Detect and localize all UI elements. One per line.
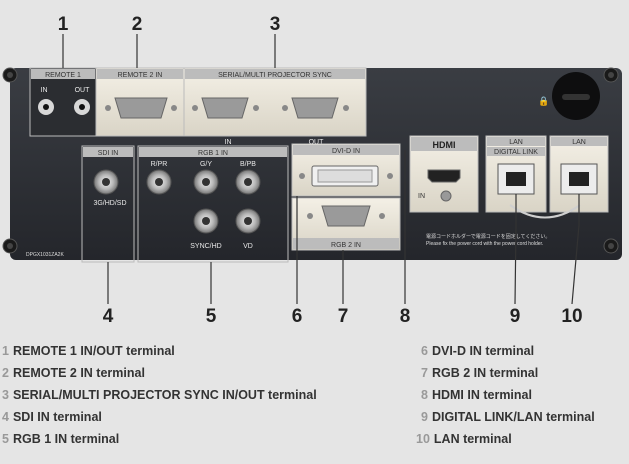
legend-text: DIGITAL LINK/LAN terminal xyxy=(431,410,595,424)
callout-7: 7 xyxy=(338,306,349,327)
rgb2-block: RGB 2 IN xyxy=(291,197,401,251)
rgb1-vd-label: VD xyxy=(243,243,253,250)
callout-9: 9 xyxy=(510,306,521,327)
callout-2: 2 xyxy=(132,14,143,35)
callout-6: 6 xyxy=(292,306,303,327)
callout-4: 4 xyxy=(103,306,114,327)
rgb1-bnc-connector xyxy=(146,169,261,234)
legend-number: 8 xyxy=(421,388,428,402)
legend-text: DVI-D IN terminal xyxy=(431,344,535,358)
callout-5: 5 xyxy=(206,306,217,327)
model-code: DPGX1031ZA2K xyxy=(26,252,64,258)
remote1-out-label: OUT xyxy=(75,87,91,94)
rgb1-g-label: G/Y xyxy=(200,161,212,168)
remote2-dsub-connector xyxy=(114,97,168,119)
serial-in-label: IN xyxy=(225,139,232,146)
sdi-sub-label: 3G/HD/SD xyxy=(93,200,126,207)
legend-number: 7 xyxy=(421,366,428,380)
hdmi-block: HDMI IN xyxy=(409,135,479,213)
hdmi-connector xyxy=(427,169,461,183)
callout-3: 3 xyxy=(270,14,281,35)
digital-link-lan-label: LAN xyxy=(509,139,523,146)
rear-panel-illustration: 🔒 REMOTE 1 IN OUT REMOTE 2 IN SERIAL/MUL… xyxy=(2,14,622,327)
rgb2-title: RGB 2 IN xyxy=(331,242,361,249)
remote1-block: REMOTE 1 IN OUT xyxy=(29,67,97,137)
notice-jp: 電源コードホルダーで電源コードを固定してください。 xyxy=(426,233,550,240)
sdi-block: SDI IN 3G/HD/SD xyxy=(81,145,135,263)
sdi-title: SDI IN xyxy=(98,150,119,157)
legend-text: REMOTE 2 IN terminal xyxy=(12,366,145,380)
hdmi-title: HDMI xyxy=(433,140,456,150)
legend-text: REMOTE 1 IN/OUT terminal xyxy=(12,344,175,358)
rgb1-sync-label: SYNC/HD xyxy=(190,243,222,250)
legend-text: RGB 1 IN terminal xyxy=(12,432,120,446)
rgb1-r-label: R/PR xyxy=(151,161,168,168)
legend-text: SERIAL/MULTI PROJECTOR SYNC IN/OUT termi… xyxy=(12,388,317,402)
screw-icon xyxy=(2,67,619,254)
legend-text: SDI IN terminal xyxy=(12,410,102,424)
rgb1-block: RGB 1 IN R/PR G/Y B/PB SYNC/HD VD xyxy=(137,145,289,263)
legend-text: RGB 2 IN terminal xyxy=(431,366,539,380)
lan-title: LAN xyxy=(572,139,586,146)
legend-number: 6 xyxy=(421,344,428,358)
remote1-in-label: IN xyxy=(41,87,48,94)
remote2-block: REMOTE 2 IN xyxy=(95,67,185,137)
rgb1-title: RGB 1 IN xyxy=(198,150,228,157)
rgb1-b-label: B/PB xyxy=(240,161,256,168)
serial-block: SERIAL/MULTI PROJECTOR SYNC xyxy=(183,67,367,137)
legend-number: 3 xyxy=(2,388,9,402)
legend-number: 4 xyxy=(2,410,9,424)
callout-1: 1 xyxy=(58,14,69,35)
legend-number: 9 xyxy=(421,410,428,424)
leader-lines xyxy=(62,34,580,305)
notice-en: Please fix the power cord with the power… xyxy=(426,241,543,247)
serial-out-label: OUT xyxy=(309,139,325,146)
serial-title: SERIAL/MULTI PROJECTOR SYNC xyxy=(218,72,332,79)
legend-number: 5 xyxy=(2,432,9,446)
callout-10: 10 xyxy=(561,306,582,327)
serial-in-connector xyxy=(201,97,249,119)
legend-text: LAN terminal xyxy=(433,432,512,446)
digital-link-title: DIGITAL LINK xyxy=(494,149,538,156)
dvi-title: DVI-D IN xyxy=(332,148,360,155)
security-slot: 🔒 xyxy=(538,72,600,120)
remote2-title: REMOTE 2 IN xyxy=(118,72,163,79)
hdmi-in-label: IN xyxy=(418,193,425,200)
remote1-title: REMOTE 1 xyxy=(45,72,81,79)
legend-text: HDMI IN terminal xyxy=(431,388,532,402)
callout-8: 8 xyxy=(400,306,411,327)
svg-text:🔒: 🔒 xyxy=(538,96,549,106)
legend-number: 1 xyxy=(2,344,9,358)
rgb2-dsub-connector xyxy=(321,205,371,227)
dvi-block: DVI-D IN xyxy=(291,143,401,197)
legend-number: 2 xyxy=(2,366,9,380)
legend-number: 10 xyxy=(416,432,430,446)
serial-out-connector xyxy=(291,97,339,119)
